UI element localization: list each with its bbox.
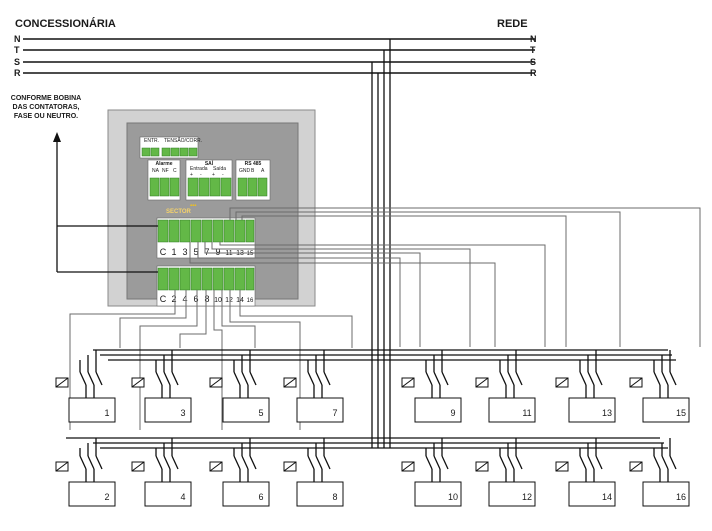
alarm-pin-nf: NF bbox=[162, 168, 169, 174]
bus-label-right-r: R bbox=[530, 68, 537, 78]
t2-4: 4 bbox=[182, 294, 187, 304]
top-distribution bbox=[93, 349, 676, 361]
motor-label-6: 6 bbox=[258, 492, 263, 502]
t2-10: 10 bbox=[214, 297, 222, 304]
note-line-2: DAS CONTATORAS, bbox=[13, 104, 80, 111]
bus-label-left-n: N bbox=[14, 34, 21, 44]
arrow-up-icon bbox=[53, 132, 61, 142]
motor-label-8: 8 bbox=[332, 492, 337, 502]
t1-c: C bbox=[160, 247, 167, 257]
common-wires bbox=[57, 225, 158, 273]
t1-9: 9 bbox=[215, 247, 220, 257]
contactor-5: 5 bbox=[209, 350, 270, 423]
bottom-distribution bbox=[66, 437, 668, 449]
bus-label-right-s: S bbox=[530, 57, 536, 67]
motor-label-16: 16 bbox=[676, 492, 686, 502]
terminal-row-1: C 1 3 5 7 9 11 13 15 bbox=[156, 217, 256, 259]
bus-lines: N T S R N T S R bbox=[14, 34, 537, 78]
alarm-pin-na: NA bbox=[152, 168, 160, 174]
contactor-13: 13 bbox=[555, 350, 616, 423]
coil-note: CONFORME BOBINA DAS CONTATORAS, FASE OU … bbox=[11, 95, 81, 272]
motor-label-15: 15 bbox=[676, 408, 686, 418]
bus-label-left-r: R bbox=[14, 68, 21, 78]
contactor-1: 1 bbox=[55, 350, 116, 423]
t2-12: 12 bbox=[225, 297, 233, 304]
motor-label-4: 4 bbox=[180, 492, 185, 502]
io-pin-1: + bbox=[190, 172, 193, 178]
contactor-6: 6 bbox=[209, 438, 270, 507]
contactor-row-bottom: 2 4 6 8 bbox=[55, 438, 690, 507]
io-pin-4: - bbox=[222, 172, 224, 178]
motor-label-3: 3 bbox=[180, 408, 185, 418]
rs485-pin-gnd: GND bbox=[239, 168, 251, 174]
contactor-14: 14 bbox=[555, 438, 616, 507]
contactor-8: 8 bbox=[283, 438, 344, 507]
rs485-pin-b: B bbox=[251, 168, 255, 174]
contactor-11: 11 bbox=[475, 350, 536, 423]
motor-label-11: 11 bbox=[522, 408, 531, 418]
contactor-7: 7 bbox=[283, 350, 344, 423]
t1-5: 5 bbox=[193, 247, 198, 257]
t1-15: 15 bbox=[247, 251, 254, 257]
note-line-3: FASE OU NEUTRO. bbox=[14, 113, 78, 120]
rs485-pin-a: A bbox=[261, 168, 265, 174]
motor-label-2: 2 bbox=[104, 492, 109, 502]
t2-16: 16 bbox=[247, 298, 254, 304]
t2-c: C bbox=[160, 294, 167, 304]
entrada-label: ENTR. bbox=[144, 138, 159, 144]
contactor-12: 12 bbox=[475, 438, 536, 507]
brand-logo: ▪▪▪ bbox=[190, 203, 196, 209]
contactor-row-top: 1 3 5 7 bbox=[55, 350, 690, 423]
bus-label-right-t: T bbox=[530, 45, 536, 55]
vertical-feeders bbox=[371, 39, 391, 448]
motor-label-10: 10 bbox=[448, 492, 458, 502]
motor-label-7: 7 bbox=[332, 408, 337, 418]
top-terminals bbox=[141, 147, 198, 157]
io-pin-2: - bbox=[200, 172, 202, 178]
alarm-pin-c: C bbox=[173, 168, 177, 174]
alarm-terminals bbox=[149, 177, 180, 197]
concessionaria-title: CONCESSIONÁRIA bbox=[15, 17, 116, 30]
bus-label-right-n: N bbox=[530, 34, 537, 44]
t2-6: 6 bbox=[193, 294, 198, 304]
io-title: SAÍ bbox=[205, 159, 214, 167]
rs485-terminals bbox=[237, 177, 268, 197]
io-saida: Saída bbox=[213, 166, 226, 172]
bus-label-left-t: T bbox=[14, 45, 20, 55]
rede-title: REDE bbox=[497, 18, 528, 30]
t2-2: 2 bbox=[171, 294, 176, 304]
t2-8: 8 bbox=[204, 294, 209, 304]
contactor-2: 2 bbox=[55, 438, 116, 507]
t1-1: 1 bbox=[171, 247, 176, 257]
motor-label-1: 1 bbox=[104, 408, 109, 418]
signal-wires-top bbox=[189, 207, 701, 347]
motor-label-5: 5 bbox=[258, 408, 263, 418]
bus-label-left-s: S bbox=[14, 57, 20, 67]
motor-label-12: 12 bbox=[522, 492, 532, 502]
t1-3: 3 bbox=[182, 247, 187, 257]
io-pin-3: + bbox=[212, 172, 215, 178]
motor-label-13: 13 bbox=[602, 408, 612, 418]
motor-label-9: 9 bbox=[450, 408, 455, 418]
io-terminals bbox=[187, 177, 232, 197]
tensao-label: TENSÃO/CORR. bbox=[164, 137, 202, 144]
signal-wires-bottom bbox=[69, 290, 353, 430]
contactor-16: 16 bbox=[629, 438, 690, 507]
rs485-title: RS 485 bbox=[245, 161, 262, 167]
alarm-title: Alarme bbox=[156, 161, 173, 167]
contactor-4: 4 bbox=[131, 438, 192, 507]
contactor-10: 10 bbox=[401, 438, 462, 507]
contactor-3: 3 bbox=[131, 350, 192, 423]
io-entrada: Entrada bbox=[190, 166, 208, 172]
motor-label-14: 14 bbox=[602, 492, 612, 502]
brand-text: SECTOR bbox=[166, 209, 192, 215]
note-line-1: CONFORME BOBINA bbox=[11, 95, 81, 102]
contactor-9: 9 bbox=[401, 350, 462, 423]
contactor-15: 15 bbox=[629, 350, 690, 423]
t1-7: 7 bbox=[204, 247, 209, 257]
